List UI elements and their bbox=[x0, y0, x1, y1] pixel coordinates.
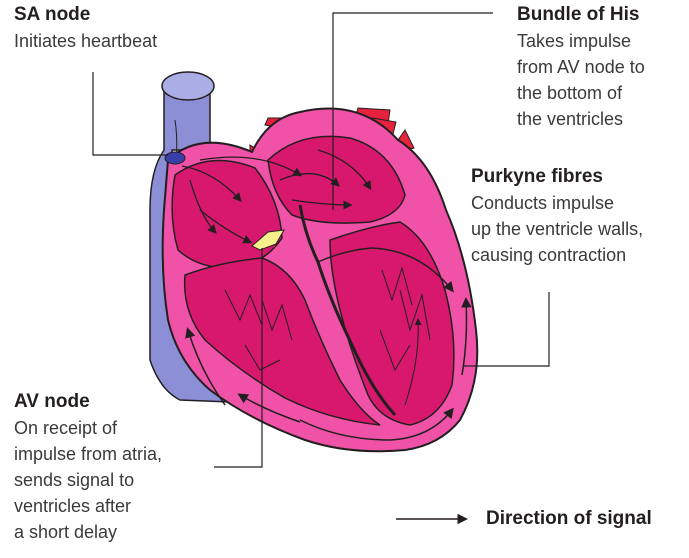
legend-direction-of-signal: Direction of signal bbox=[486, 508, 652, 529]
sa-node-desc-line: Initiates heartbeat bbox=[14, 31, 158, 51]
av-leader-line bbox=[214, 248, 263, 468]
purkyne-desc-line: Conducts impulse bbox=[471, 193, 615, 213]
right-ventricle bbox=[183, 257, 381, 426]
right-atrium bbox=[171, 159, 283, 269]
av-desc-line: sends signal to bbox=[14, 470, 135, 490]
sa-node-description: Initiates heartbeat bbox=[14, 28, 157, 54]
purkyne-desc-line: causing contraction bbox=[471, 245, 627, 265]
av-desc-line: ventricles after bbox=[14, 496, 132, 516]
bundle-desc-line: from AV node to bbox=[517, 57, 645, 77]
bundle-of-his-title: Bundle of His bbox=[517, 4, 640, 25]
av-desc-line: impulse from atria, bbox=[14, 444, 163, 464]
av-node-title: AV node bbox=[14, 391, 90, 412]
bundle-desc-line: the ventricles bbox=[517, 109, 624, 129]
sa-node-marker bbox=[164, 151, 186, 165]
atria-signal-arrows bbox=[181, 149, 372, 244]
bundle-desc-line: Takes impulse bbox=[517, 31, 632, 51]
bundle-of-his-description: Takes impulse from AV node to the bottom… bbox=[517, 28, 645, 132]
sa-node-label: SA node Initiates heartbeat bbox=[14, 2, 157, 54]
purkyne-fibres-label: Purkyne fibres Conducts impulse up the v… bbox=[471, 164, 643, 268]
purkyne-desc-line: up the ventricle walls, bbox=[471, 219, 644, 239]
av-node-marker bbox=[251, 229, 285, 251]
av-node-description: On receipt of impulse from atria, sends … bbox=[14, 415, 162, 545]
bundle-of-his-label: Bundle of His Takes impulse from AV node… bbox=[517, 2, 645, 132]
sa-node-title: SA node bbox=[14, 4, 91, 25]
left-ventricle bbox=[329, 221, 455, 426]
bundle-of-his-path bbox=[298, 204, 397, 417]
purkyne-leader-line bbox=[464, 292, 550, 367]
purkyne-fibres-description: Conducts impulse up the ventricle walls,… bbox=[471, 190, 643, 268]
av-desc-line: On receipt of bbox=[14, 418, 118, 438]
av-desc-line: a short delay bbox=[14, 522, 118, 542]
sa-leader-line bbox=[92, 72, 168, 156]
bundle-desc-line: the bottom of bbox=[517, 83, 623, 103]
av-node-label: AV node On receipt of impulse from atria… bbox=[14, 389, 162, 545]
bundle-leader-line bbox=[332, 12, 493, 210]
purkyne-fibres-title: Purkyne fibres bbox=[471, 166, 603, 187]
